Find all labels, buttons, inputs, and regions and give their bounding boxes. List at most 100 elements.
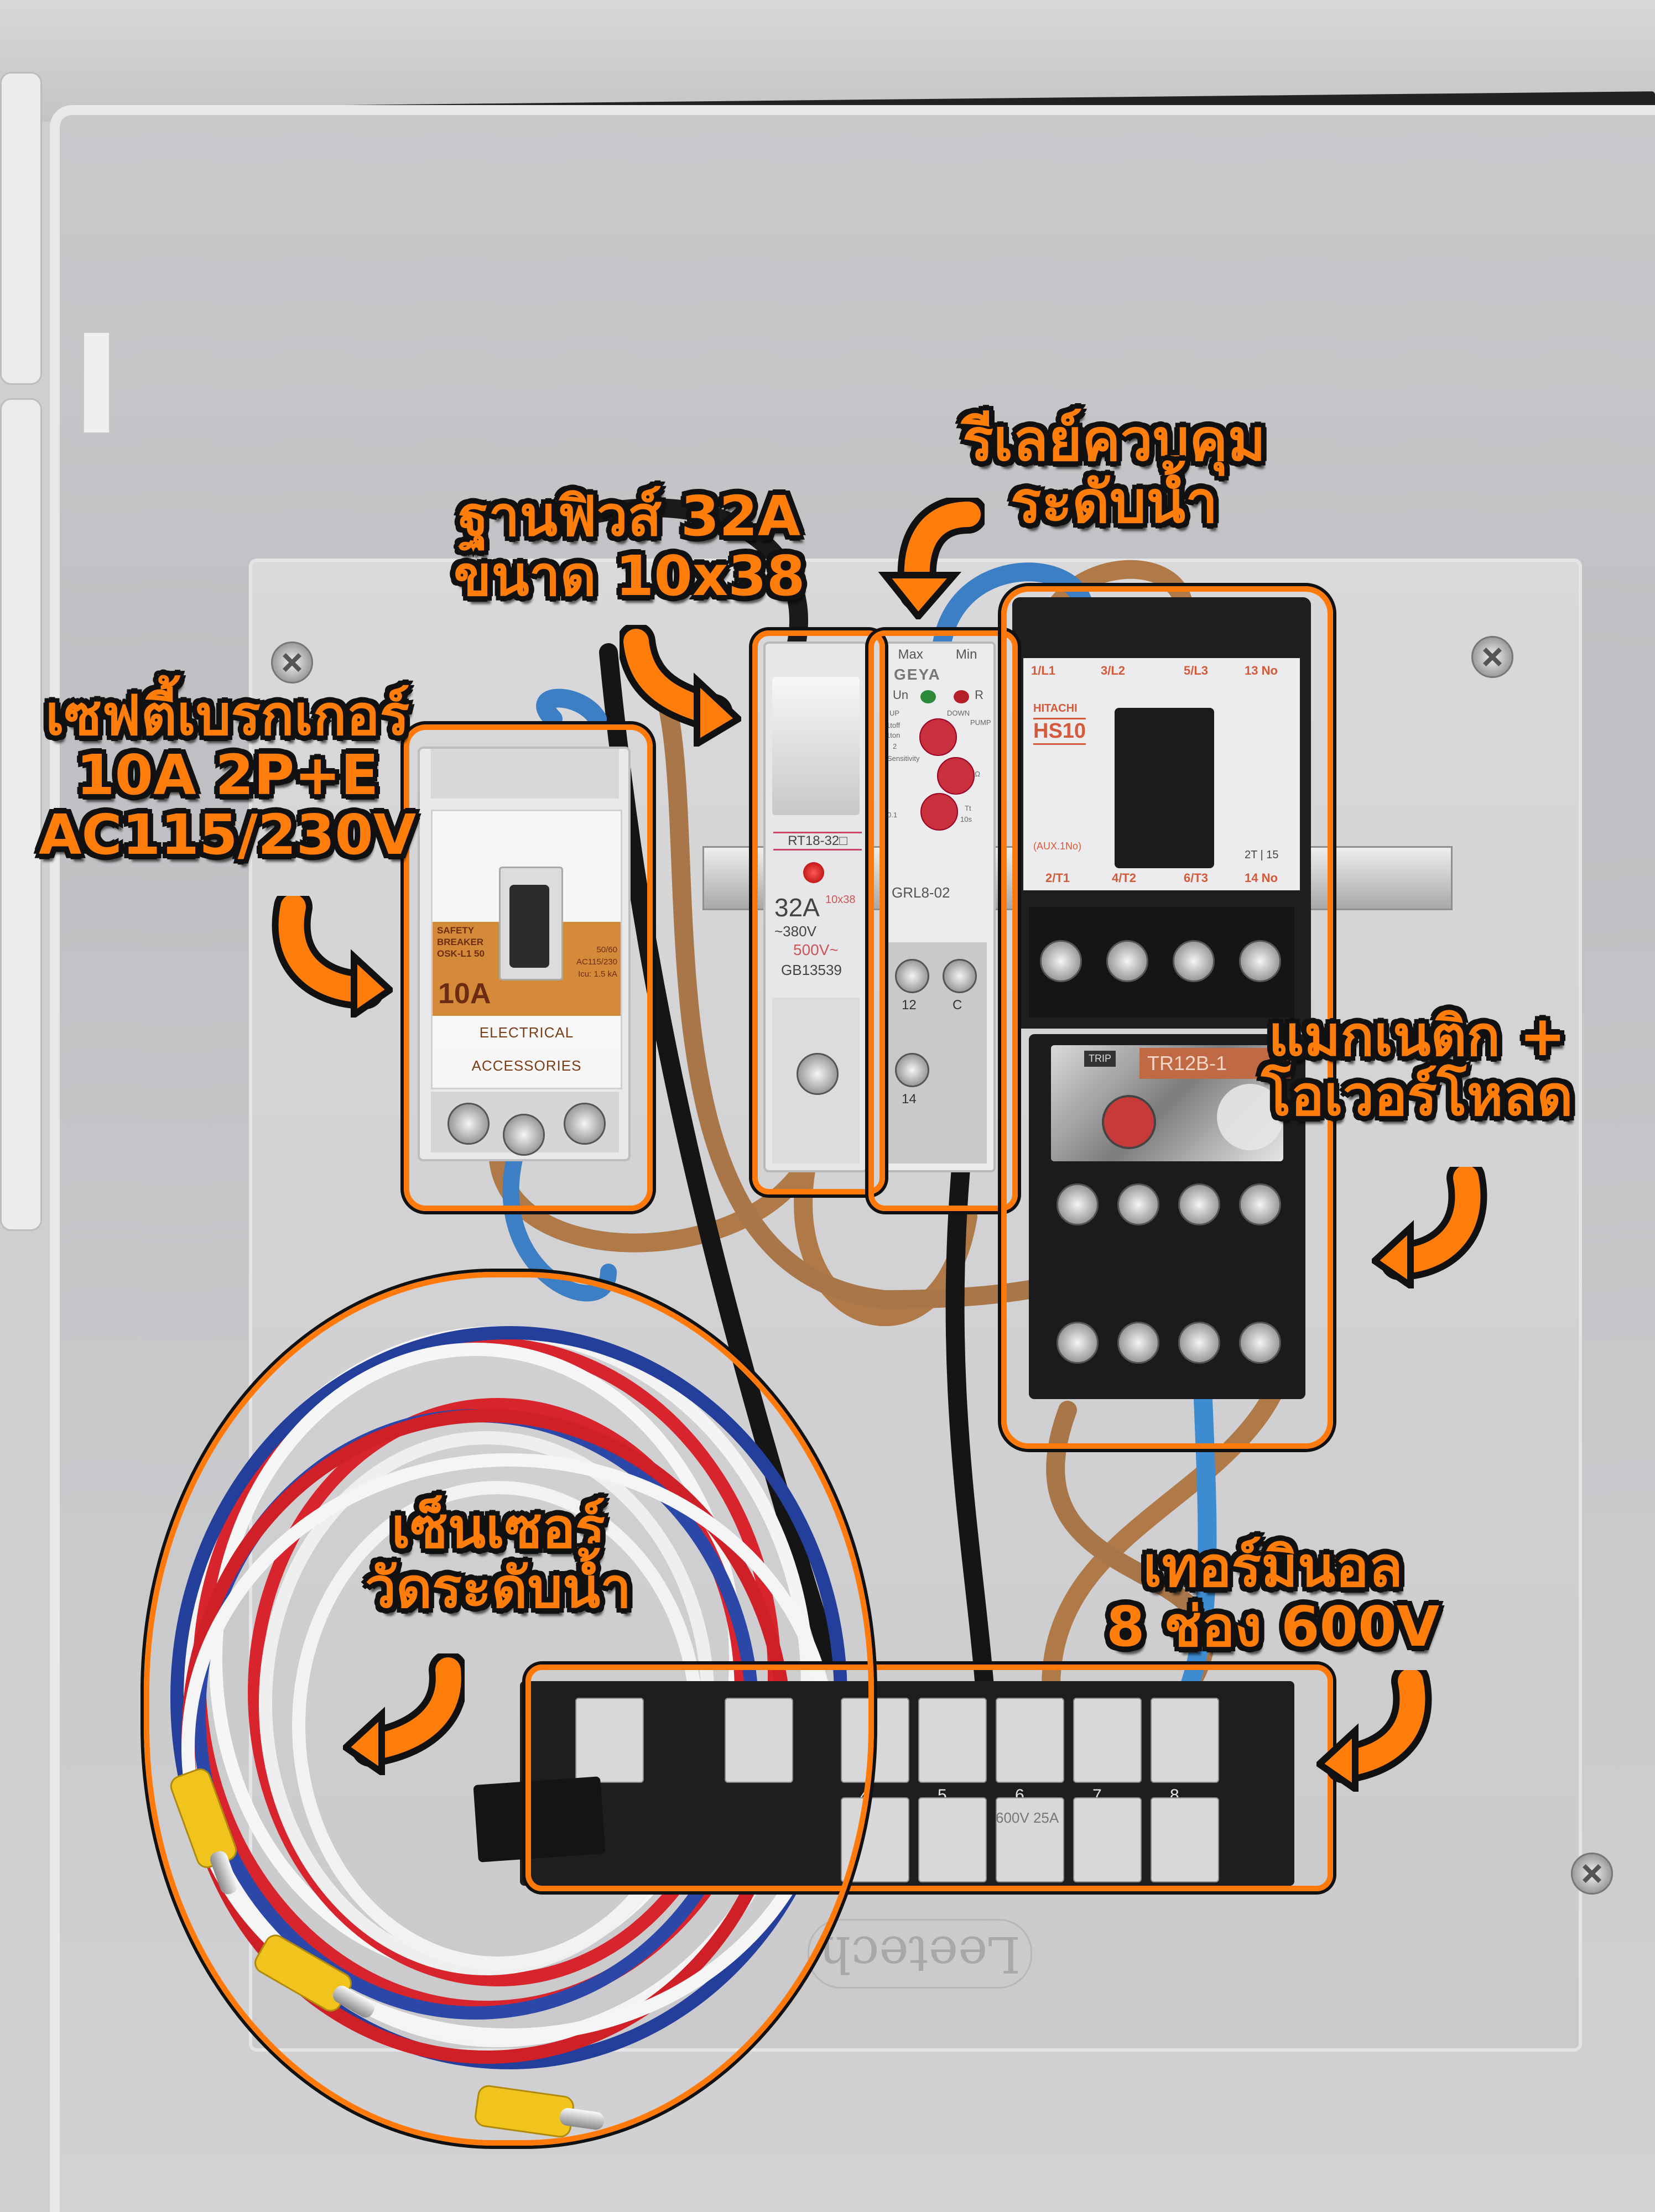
terminal-cell[interactable] <box>841 1698 909 1783</box>
fuse-voltage-1: ~380V <box>774 923 816 940</box>
terminal-screw <box>1173 940 1215 982</box>
terminal-cell[interactable] <box>996 1698 1064 1783</box>
contactor-terminal-label: 14 No <box>1245 871 1278 885</box>
relay-mode-dial[interactable] <box>919 718 957 756</box>
label-fuse-base: ฐานฟิวส์ 32A ขนาด 10x38 <box>454 484 805 608</box>
mounting-screw <box>271 641 313 684</box>
terminal-screw <box>1117 1322 1159 1364</box>
terminal-screw <box>1040 940 1082 982</box>
contactor-armature <box>1115 708 1214 868</box>
contactor-terminal-label: 5/L3 <box>1184 664 1209 677</box>
safety-breaker: SAFETY BREAKER OSK-L1 50 10A 50/60 AC115… <box>418 747 631 1161</box>
terminal-screw <box>1057 1183 1099 1225</box>
relay-output-led <box>954 690 969 703</box>
breaker-toggle-switch[interactable] <box>499 867 563 980</box>
fuse-cap[interactable] <box>772 677 860 815</box>
terminal-screw <box>1239 940 1281 982</box>
breaker-top-terminals <box>431 749 619 799</box>
terminal-cell[interactable] <box>918 1797 987 1882</box>
relay-time-delay-dial[interactable] <box>920 793 958 831</box>
relay-mode-down: DOWN <box>947 709 970 717</box>
terminal-cell[interactable] <box>1073 1797 1142 1882</box>
mounting-screw <box>1471 636 1513 678</box>
contactor-terminal-label: 13 No <box>1245 664 1278 677</box>
relay-brand: GEYA <box>894 666 941 683</box>
fuse-model: RT18-32□ <box>773 832 862 851</box>
fuse-voltage-2: 500V~ <box>793 941 839 958</box>
callout-box-breaker <box>404 724 653 1211</box>
terminal-screw <box>1178 1183 1220 1225</box>
relay-dial1-tick: 1toff <box>886 721 901 729</box>
enclosure-logo: Leetech <box>808 1919 1032 1989</box>
terminal-cell[interactable] <box>1151 1797 1219 1882</box>
arrow-icon-fuse <box>620 625 741 747</box>
callout-box-relay <box>868 630 1018 1211</box>
terminal-cell[interactable] <box>1073 1698 1142 1783</box>
relay-header: Max Min <box>882 647 993 662</box>
terminal-screw <box>943 959 977 993</box>
label-level-relay: รีเลย์ควบคุม ระดับน้ำ <box>962 406 1266 536</box>
enclosure-hinge-side <box>0 398 42 1231</box>
contactor-face: 1/L1 3/L2 5/L3 13 No HITACHI HS10 (AUX.1… <box>1023 658 1300 890</box>
relay-terminals: 12 C 14 <box>887 942 987 1164</box>
contactor-terminal-label: 6/T3 <box>1184 871 1209 885</box>
contactor-aux-right: 2T | 15 <box>1245 849 1279 861</box>
magnetic-contactor: 1/L1 3/L2 5/L3 13 No HITACHI HS10 (AUX.1… <box>1012 597 1311 1029</box>
fuse-holder: RT18-32□ 32A 10x38 ~380V 500V~ GB13539 <box>763 641 868 1172</box>
terminal-screw <box>895 1053 929 1087</box>
breaker-bottom-terminals <box>431 1092 619 1156</box>
breaker-brand-strip: ELECTRICAL ACCESSORIES <box>433 1016 621 1074</box>
callout-box-sensor <box>144 1272 874 2146</box>
contactor-terminal-label: 2/T1 <box>1045 871 1070 885</box>
relay-power-led <box>920 690 936 703</box>
terminal-screw <box>1239 1322 1281 1364</box>
relay-terminal-12: 12 <box>902 998 917 1013</box>
terminal-cell[interactable] <box>918 1698 987 1783</box>
relay-dial1-tick: 1ton <box>886 731 901 739</box>
terminal-screw <box>1239 1183 1281 1225</box>
relay-sensitivity-dial[interactable] <box>937 757 975 795</box>
label-terminal-block: เทอร์มินอล 8 ช่อง 600V <box>1106 1535 1440 1659</box>
relay-terminal-c: C <box>953 998 962 1013</box>
fuse-indicator-led <box>803 862 824 883</box>
relay-min-label: Min <box>955 647 977 662</box>
relay-dial1-tick: 2 <box>893 742 897 750</box>
callout-box-contactor <box>1001 586 1333 1449</box>
relay-dial3-tick: 10s <box>960 815 972 823</box>
terminal-screw <box>1178 1322 1220 1364</box>
terminal-screw <box>1106 940 1148 982</box>
overload-relay: TRIP TR12B-1 <box>1029 1034 1305 1399</box>
terminal-cell[interactable] <box>1151 1698 1219 1783</box>
terminal-screw <box>797 1053 839 1095</box>
label-breaker: เซฟตี้เบรกเกอร์ 10A 2P+E AC115/230V <box>39 683 417 867</box>
relay-tt-label: Tt <box>965 804 971 812</box>
contactor-model: HS10 <box>1033 718 1086 745</box>
terminal-screw <box>447 1103 490 1145</box>
breaker-toggle-knob[interactable] <box>509 885 549 968</box>
overload-current-dial[interactable] <box>1217 1084 1283 1150</box>
fuse-lower-terminal <box>772 998 860 1164</box>
relay-terminal-14: 14 <box>902 1092 917 1107</box>
terminal-screw <box>1117 1183 1159 1225</box>
breaker-type-text: SAFETY BREAKER OSK-L1 50 <box>437 925 485 959</box>
overload-reset-button[interactable] <box>1102 1095 1156 1149</box>
mounting-screw <box>1571 1853 1613 1895</box>
contactor-terminal-label: 3/L2 <box>1101 664 1126 677</box>
breaker-rating: 10A <box>438 978 491 1010</box>
relay-un-label: Un <box>893 688 909 702</box>
arrow-icon-sensor <box>343 1653 465 1775</box>
overload-plate: TRIP TR12B-1 <box>1051 1045 1291 1161</box>
arrow-icon-contactor <box>1372 1167 1487 1288</box>
breaker-face: SAFETY BREAKER OSK-L1 50 10A 50/60 AC115… <box>431 810 622 1089</box>
breaker-spec-text: 50/60 AC115/230 Icu: 1.5 kA <box>576 945 617 979</box>
contactor-brand: HITACHI <box>1033 702 1078 714</box>
overload-model: TR12B-1 <box>1139 1048 1291 1079</box>
callout-box-fuse <box>752 630 885 1194</box>
terminal-screw <box>503 1114 545 1156</box>
terminal-screw <box>564 1103 606 1145</box>
label-contactor-overload: แมกเนติก + โอเวอร์โหลด <box>1261 1004 1573 1128</box>
relay-r-label: R <box>975 688 983 702</box>
arrow-icon-terminal <box>1316 1670 1432 1792</box>
terminal-cell[interactable] <box>996 1797 1064 1882</box>
relay-mode-pump: PUMP <box>970 718 991 727</box>
